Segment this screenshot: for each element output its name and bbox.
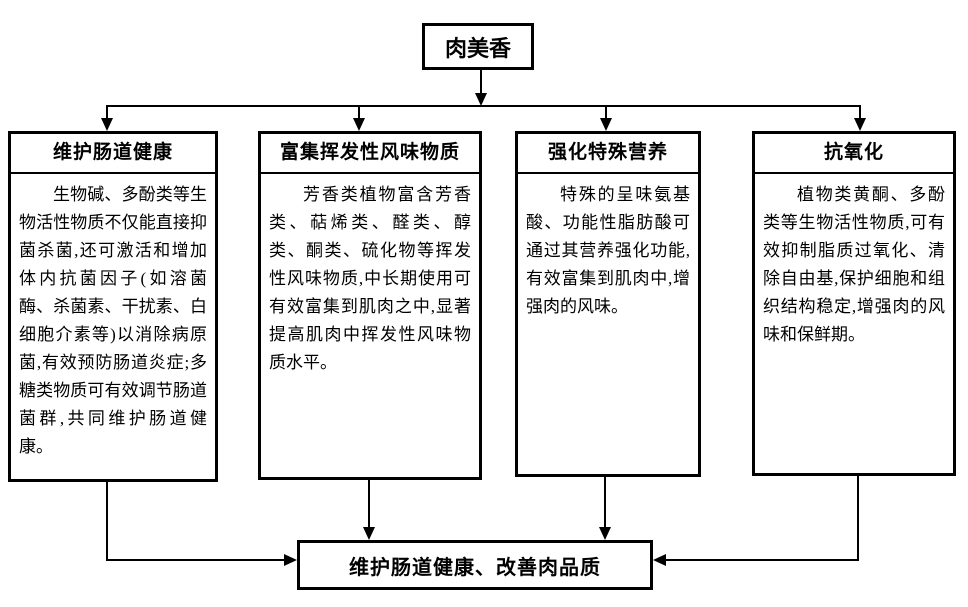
node-volatile-flavor-body: 芳香类植物富含芳香类、萜烯类、醛类、醇类、酮类、硫化物等挥发性风味物质,中长期使…	[269, 185, 471, 372]
connector-branch2-down	[368, 480, 370, 528]
connector-drop-4	[859, 106, 861, 119]
connector-branch4-across	[665, 559, 859, 561]
arrowhead-drop-2-icon	[353, 118, 365, 131]
node-intestinal-health: 维护肠道健康 生物碱、多酚类等生物活性物质不仅能直接抑菌杀菌,还可激活和增加体内…	[8, 131, 218, 482]
arrowhead-branch3-down-icon	[599, 527, 611, 540]
arrowhead-branch2-down-icon	[363, 527, 375, 540]
connector-distribution-line	[106, 105, 861, 107]
node-special-nutrition-body: 特殊的呈味氨基酸、功能性脂肪酸可通过其营养强化功能,有效富集到肌肉中,增强肉的风…	[526, 185, 690, 316]
node-antioxidant-body: 植物类黄酮、多酚类等生物活性物质,可有效抑制脂质过氧化、清除自由基,保护细胞和组…	[763, 185, 945, 344]
node-intestinal-health-body: 生物碱、多酚类等生物活性物质不仅能直接抑菌杀菌,还可激活和增加体内抗菌因子(如溶…	[19, 185, 207, 456]
connector-drop-1	[106, 106, 108, 119]
node-volatile-flavor: 富集挥发性风味物质 芳香类植物富含芳香类、萜烯类、醛类、醇类、酮类、硫化物等挥发…	[258, 131, 482, 480]
connector-branch3-down	[604, 477, 606, 528]
connector-branch4-down	[857, 476, 859, 561]
node-intestinal-health-title: 维护肠道健康	[11, 134, 215, 174]
connector-branch1-down	[106, 482, 108, 561]
connector-drop-3	[605, 106, 607, 119]
arrowhead-drop-1-icon	[101, 118, 113, 131]
arrowhead-branch4-left-icon	[653, 554, 666, 566]
node-volatile-flavor-title: 富集挥发性风味物质	[261, 134, 479, 174]
connector-branch1-across	[106, 559, 285, 561]
arrowhead-root-down-icon	[475, 93, 487, 106]
node-result: 维护肠道健康、改善肉品质	[297, 540, 653, 590]
node-antioxidant: 抗氧化 植物类黄酮、多酚类等生物活性物质,可有效抑制脂质过氧化、清除自由基,保护…	[752, 131, 956, 476]
arrowhead-drop-3-icon	[600, 118, 612, 131]
node-root: 肉美香	[422, 23, 534, 70]
connector-drop-2	[358, 106, 360, 119]
arrowhead-drop-4-icon	[854, 118, 866, 131]
node-special-nutrition: 强化特殊营养 特殊的呈味氨基酸、功能性脂肪酸可通过其营养强化功能,有效富集到肌肉…	[515, 131, 701, 477]
node-result-label: 维护肠道健康、改善肉品质	[349, 556, 601, 579]
connector-root-stem	[480, 70, 482, 96]
node-special-nutrition-title: 强化特殊营养	[518, 134, 698, 174]
arrowhead-branch1-right-icon	[284, 554, 297, 566]
node-antioxidant-title: 抗氧化	[755, 134, 953, 174]
node-root-label: 肉美香	[444, 35, 511, 61]
